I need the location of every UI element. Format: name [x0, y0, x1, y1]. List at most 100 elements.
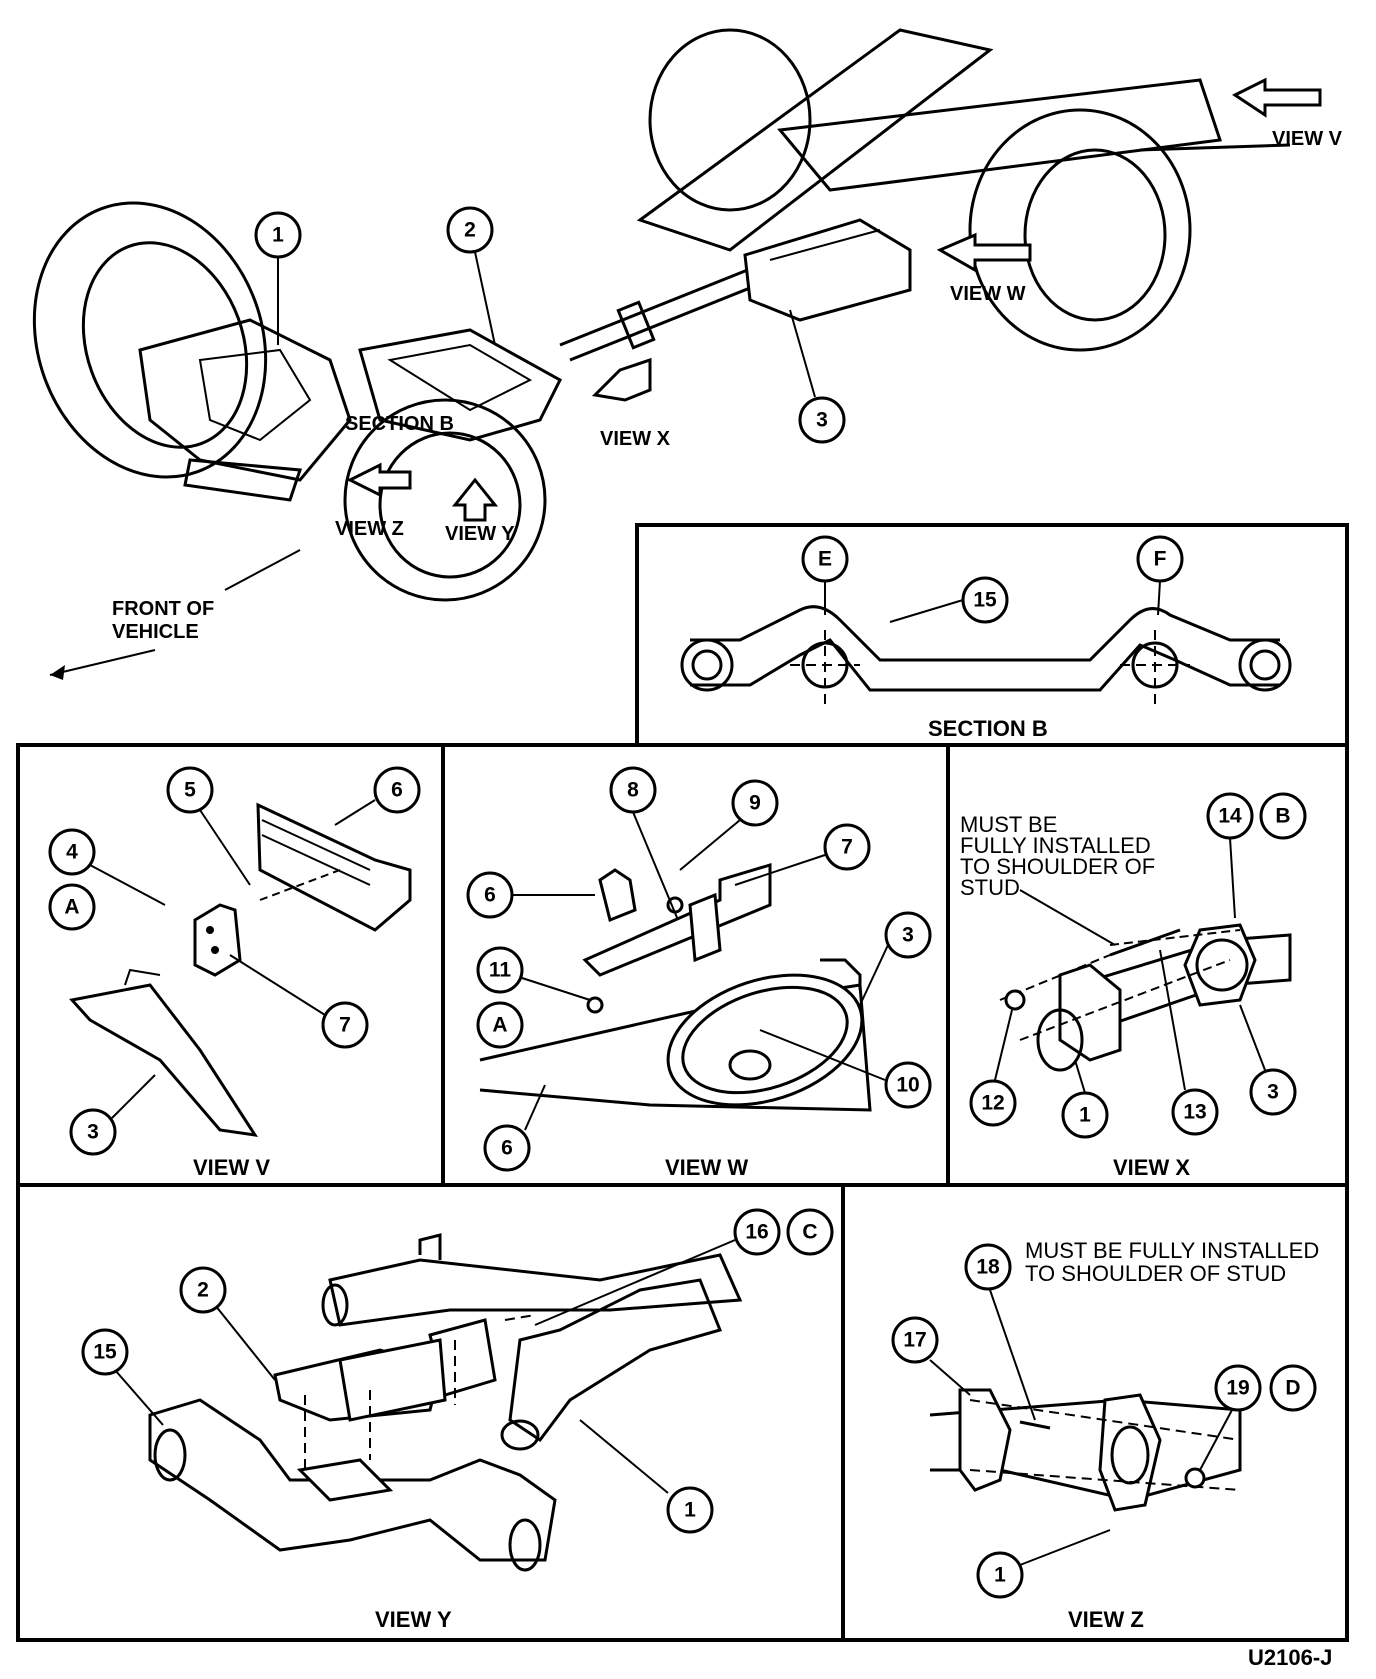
svg-text:9: 9: [749, 792, 761, 815]
svg-text:8: 8: [627, 779, 639, 802]
svg-text:6: 6: [391, 779, 403, 802]
label-view-x: VIEW X: [600, 428, 671, 450]
view-x-note-line2: FULLY INSTALLED: [960, 833, 1151, 858]
svg-text:6: 6: [484, 884, 496, 907]
view-z-callout-18: 18: [964, 1243, 1036, 1421]
view-x-caption: VIEW X: [1113, 1155, 1190, 1180]
view-z-note-line2: TO SHOULDER OF STUD: [1025, 1261, 1286, 1286]
svg-text:2: 2: [464, 219, 476, 242]
view-y-callout-16: 16: [534, 1208, 781, 1326]
svg-text:A: A: [64, 896, 79, 919]
view-z-callout-17: 17: [891, 1316, 971, 1396]
overview-illustration: [32, 28, 1322, 680]
view-w-callout-6-bottom: 6: [483, 1084, 546, 1172]
svg-text:7: 7: [841, 836, 853, 859]
svg-text:C: C: [802, 1221, 817, 1244]
svg-text:16: 16: [745, 1221, 768, 1244]
view-y-callout-2: 2: [179, 1266, 276, 1381]
view-v-callout-5: 5: [166, 766, 251, 886]
view-w-callout-8: 8: [609, 766, 679, 921]
view-x-note-line1: MUST BE: [960, 812, 1057, 837]
view-x-note-leader: [1019, 889, 1116, 946]
view-w-callout-9: 9: [679, 779, 779, 871]
svg-text:14: 14: [1218, 805, 1242, 828]
view-x-callout-3: 3: [1239, 1004, 1297, 1116]
view-v-callout-7: 7: [229, 954, 369, 1049]
section-b-caption: SECTION B: [928, 716, 1048, 741]
svg-text:D: D: [1285, 1377, 1300, 1400]
section-b-callout-15: 15: [889, 576, 1009, 624]
svg-text:19: 19: [1226, 1377, 1249, 1400]
view-x-callout-14: 14: [1206, 792, 1254, 919]
svg-text:7: 7: [339, 1014, 351, 1037]
label-view-y: VIEW Y: [445, 523, 515, 545]
svg-text:5: 5: [184, 779, 196, 802]
view-w-callout-a: A: [476, 1001, 524, 1049]
svg-text:2: 2: [197, 1279, 209, 1302]
label-view-z: VIEW Z: [335, 518, 404, 540]
label-front-of-vehicle-2: VEHICLE: [112, 621, 199, 643]
svg-text:A: A: [492, 1014, 507, 1037]
view-y-panel: [16, 1183, 845, 1642]
section-b-callout-f: F: [1136, 535, 1184, 616]
view-y-callout-15: 15: [81, 1328, 164, 1426]
svg-text:1: 1: [272, 224, 284, 247]
overview-callout-2: 2: [446, 206, 496, 346]
view-x-callout-1: 1: [1061, 1059, 1109, 1139]
view-y-caption: VIEW Y: [375, 1607, 452, 1632]
svg-text:3: 3: [87, 1121, 99, 1144]
view-w-callout-3: 3: [859, 911, 932, 1006]
svg-text:17: 17: [903, 1329, 926, 1352]
view-x-callout-b: B: [1259, 792, 1307, 840]
view-z-caption: VIEW Z: [1068, 1607, 1144, 1632]
view-x-note-line3: TO SHOULDER OF: [960, 854, 1155, 879]
svg-text:1: 1: [684, 1499, 696, 1522]
view-v-callout-4: 4: [48, 828, 166, 906]
view-v-callout-a: A: [48, 883, 96, 931]
svg-text:18: 18: [976, 1256, 1000, 1279]
view-x-callout-13: 13: [1159, 949, 1219, 1136]
view-v-callout-3: 3: [69, 1074, 156, 1156]
svg-text:4: 4: [66, 841, 78, 864]
view-x-callout-12: 12: [969, 1009, 1017, 1127]
view-y-callout-1: 1: [579, 1419, 714, 1534]
view-z-callout-1: 1: [976, 1529, 1111, 1599]
svg-text:3: 3: [1267, 1081, 1279, 1104]
view-z-callout-d: D: [1269, 1364, 1317, 1412]
view-w-callout-11: 11: [476, 946, 591, 1001]
view-w-caption: VIEW W: [665, 1155, 748, 1180]
svg-text:10: 10: [896, 1074, 919, 1097]
view-w-callout-10: 10: [759, 1029, 932, 1109]
svg-text:B: B: [1275, 805, 1290, 828]
svg-text:3: 3: [902, 924, 914, 947]
svg-text:12: 12: [981, 1092, 1004, 1115]
figure-id: U2106-J: [1248, 1645, 1332, 1670]
view-x-note-line4: STUD: [960, 875, 1020, 900]
svg-text:13: 13: [1183, 1101, 1206, 1124]
overview-callout-1: 1: [254, 211, 302, 345]
view-w-callout-7: 7: [734, 823, 871, 886]
section-b-callout-e: E: [801, 535, 849, 615]
label-view-v: VIEW V: [1272, 128, 1343, 150]
svg-text:E: E: [818, 548, 832, 571]
view-w-callout-6-top: 6: [466, 871, 595, 919]
svg-text:11: 11: [489, 959, 512, 982]
svg-text:1: 1: [1079, 1104, 1091, 1127]
label-front-of-vehicle-1: FRONT OF: [112, 598, 214, 620]
view-z-panel: [841, 1183, 1349, 1642]
view-v-caption: VIEW V: [193, 1155, 270, 1180]
view-x-panel: [946, 743, 1349, 1187]
view-z-note-line1: MUST BE FULLY INSTALLED: [1025, 1238, 1319, 1263]
svg-text:3: 3: [816, 409, 828, 432]
svg-text:15: 15: [973, 589, 997, 612]
svg-text:1: 1: [994, 1564, 1006, 1587]
svg-text:F: F: [1154, 548, 1167, 571]
label-view-w: VIEW W: [950, 283, 1026, 305]
view-z-callout-19: 19: [1199, 1364, 1262, 1471]
svg-text:6: 6: [501, 1137, 513, 1160]
section-b-panel: SECTION B: [635, 523, 1349, 747]
view-y-callout-c: C: [786, 1208, 834, 1256]
svg-text:15: 15: [93, 1341, 117, 1364]
